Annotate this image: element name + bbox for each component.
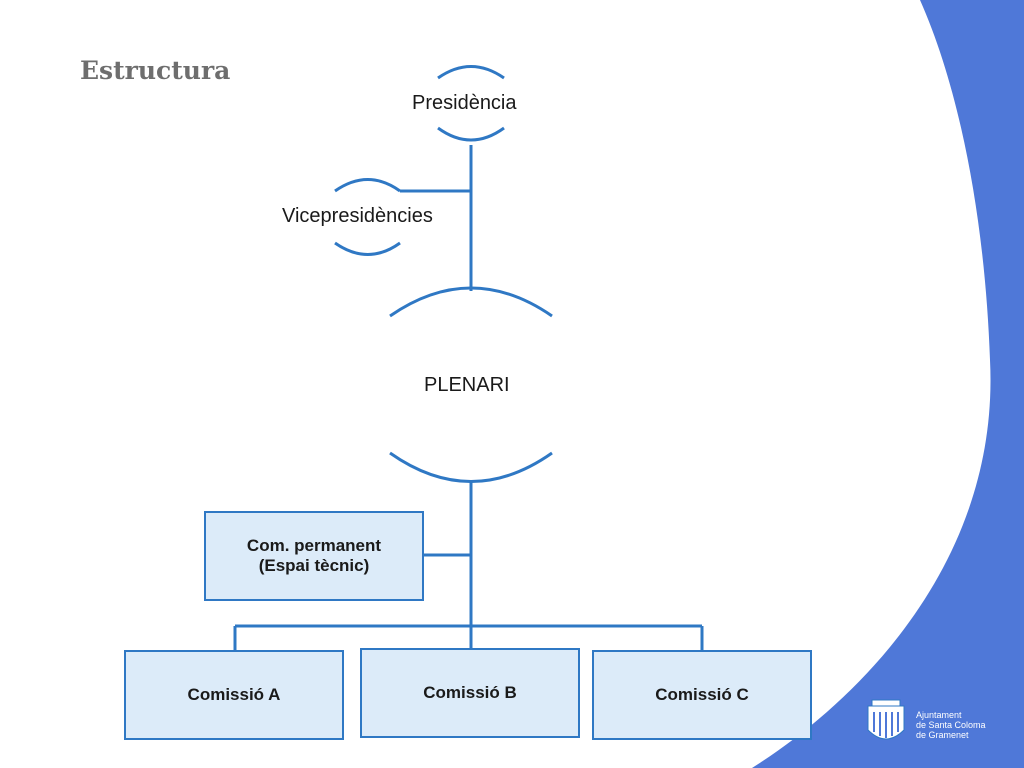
- node-presidencia: Presidència: [412, 92, 517, 114]
- logo-text: Ajuntament de Santa Coloma de Gramenet: [916, 710, 986, 740]
- connector-lines: [233, 145, 704, 650]
- node-plenari: PLENARI: [424, 374, 510, 396]
- node-com-permanent: Com. permanent (Espai tècnic): [204, 511, 424, 601]
- logo-line1: Ajuntament: [916, 710, 962, 720]
- node-arcs: [334, 65, 553, 483]
- node-vicepresidencies: Vicepresidències: [282, 205, 433, 227]
- vicepresidencies-arc-top: [334, 178, 401, 193]
- presidencia-arc-bottom: [437, 126, 505, 142]
- decorative-blue-band: [752, 0, 1024, 768]
- ajuntament-logo: Ajuntament de Santa Coloma de Gramenet: [864, 698, 1014, 750]
- logo-line2: de Santa Coloma: [916, 720, 986, 730]
- page-title: Estructura: [80, 56, 231, 85]
- logo-line3: de Gramenet: [916, 730, 969, 740]
- com-permanent-line2: (Espai tècnic): [258, 556, 370, 575]
- presidencia-arc-top: [437, 65, 505, 80]
- node-comissio-b: Comissió B: [360, 648, 580, 738]
- node-comissio-c: Comissió C: [592, 650, 812, 740]
- vicepresidencies-arc-bottom: [334, 241, 401, 256]
- node-comissio-a: Comissió A: [124, 650, 344, 740]
- com-permanent-line1: Com. permanent: [246, 536, 382, 555]
- plenari-arc-bottom: [389, 451, 553, 483]
- plenari-arc-top: [389, 286, 553, 318]
- logo-shield-icon: [867, 699, 905, 740]
